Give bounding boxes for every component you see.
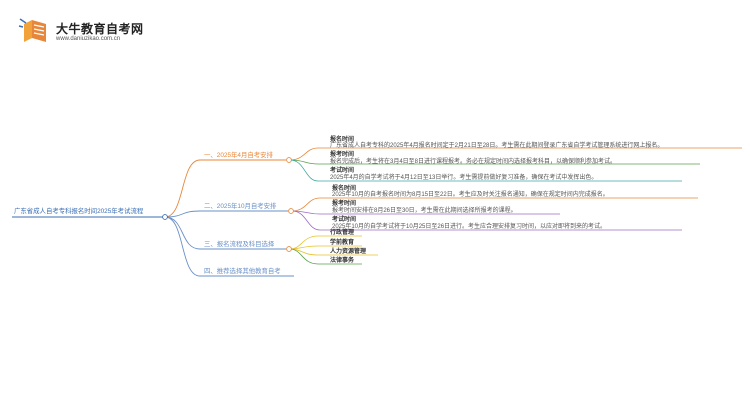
leaf-heading: 报考时间	[332, 201, 357, 207]
leaf-major: 人力资源管理	[330, 249, 367, 255]
leaf-text: 2025年4月的自学考试将于4月12日至13日举行。考生需提前做好复习准备，确保…	[330, 175, 598, 181]
leaf-heading: 考试时间	[330, 168, 355, 174]
leaf-text: 2025年10月的自考报名时间为8月15日至22日。考生应及时关注报名通知，确保…	[332, 192, 609, 198]
leaf-major: 法律事务	[330, 258, 355, 264]
leaf-major: 学前教育	[330, 240, 355, 246]
leaf-heading: 报名时间	[332, 186, 357, 192]
book-logo-icon	[18, 18, 46, 42]
leaf-heading: 报考时间	[330, 152, 355, 158]
site-name: 大牛教育自考网	[56, 22, 144, 36]
branch-april: 一、2025年4月自考安排	[204, 152, 273, 159]
leaf-text: 报名完成后，考生将在3月4日至8日进行课程报考。务必在规定时间内选择报考科目，以…	[330, 159, 617, 165]
branch-recommend: 四、推荐选择其他教育自考	[204, 268, 281, 275]
site-url: www.daniuzikao.com.cn	[56, 36, 121, 42]
branch-october: 二、2025年10月自考安排	[204, 203, 277, 210]
leaf-major: 行政管理	[330, 230, 355, 236]
leaf-text: 报考时间安排在8月26日至30日，考生需在此期间选择所报考的课程。	[332, 208, 517, 214]
leaf-text: 广东省成人自考专科的2025年4月报名时间定于2月21日至28日。考生需在此期间…	[330, 143, 664, 149]
branch-process: 三、报名流程及科目选择	[204, 241, 275, 248]
mindmap-root: 广东省成人自考专科报名时间2025年考试流程	[14, 208, 144, 215]
leaf-heading: 考试时间	[332, 217, 357, 223]
leaf-heading: 报名时间	[330, 137, 355, 143]
leaf-text: 2025年10月的自学考试将于10月25日至26日进行。考生应合理安排复习时间，…	[332, 224, 607, 230]
